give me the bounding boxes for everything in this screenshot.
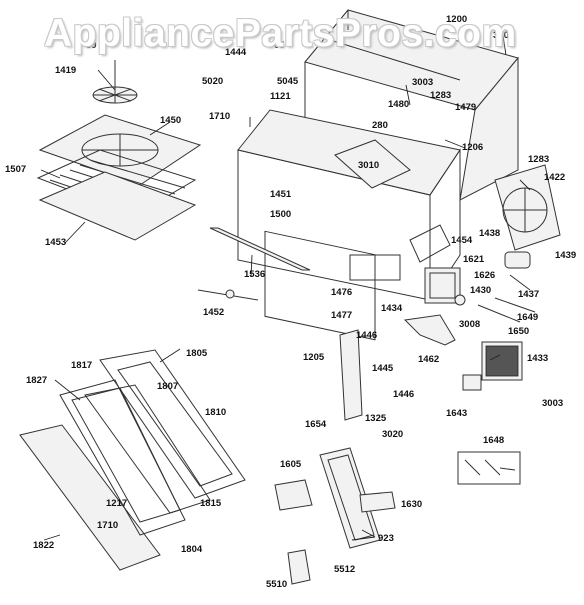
magnetron xyxy=(424,267,466,306)
label-1450: 1450 xyxy=(160,115,181,126)
label-1621: 1621 xyxy=(463,254,485,265)
label-1477: 1477 xyxy=(331,310,352,321)
label-3010: 3010 xyxy=(358,160,379,171)
door-outer-frame xyxy=(19,424,161,571)
door-button-lever xyxy=(359,491,396,513)
label-1205: 1205 xyxy=(303,352,325,363)
leader-lines xyxy=(40,35,531,541)
label-1451: 1451 xyxy=(270,189,292,200)
label-1462: 1462 xyxy=(418,354,439,365)
capacitor xyxy=(504,251,531,291)
label-1217: 1217 xyxy=(106,498,127,509)
front-bar xyxy=(209,227,311,271)
label-1480: 1480 xyxy=(388,99,409,110)
label-923: 923 xyxy=(378,533,394,544)
hv-diode xyxy=(462,374,482,391)
label-3003a: 3003 xyxy=(412,77,433,88)
label-3008: 3008 xyxy=(459,319,480,330)
label-1804: 1804 xyxy=(181,544,203,555)
label-1283b: 1283 xyxy=(528,154,549,165)
label-1445: 1445 xyxy=(372,363,394,374)
label-1654: 1654 xyxy=(305,419,327,430)
label-1649: 1649 xyxy=(517,312,538,323)
label-1805: 1805 xyxy=(186,348,208,359)
label-1643: 1643 xyxy=(446,408,467,419)
label-3003b: 3003 xyxy=(542,398,563,409)
label-1626: 1626 xyxy=(474,270,495,281)
label-3020: 3020 xyxy=(382,429,403,440)
label-1437: 1437 xyxy=(518,289,539,300)
label-1422: 1422 xyxy=(544,172,565,183)
label-1815: 1815 xyxy=(200,498,222,509)
label-1500: 1500 xyxy=(270,209,291,220)
label-1710b: 1710 xyxy=(97,520,118,531)
door-panel xyxy=(84,384,211,514)
waveguide-bracket xyxy=(403,314,456,346)
oven-cavity xyxy=(237,109,461,341)
label-1827: 1827 xyxy=(26,375,47,386)
label-3000: 3000 xyxy=(493,30,514,41)
label-1810: 1810 xyxy=(205,407,226,418)
label-05: 05 xyxy=(274,40,285,51)
part-labels: 1200 3000 59 1444 05 1419 5020 5045 1121… xyxy=(5,14,576,590)
label-1446b: 1446 xyxy=(393,389,414,400)
label-1650: 1650 xyxy=(508,326,529,337)
label-1807: 1807 xyxy=(157,381,178,392)
bottom-button-bracket xyxy=(287,549,311,585)
label-5045: 5045 xyxy=(277,76,299,87)
label-1605: 1605 xyxy=(280,459,302,470)
label-1536: 1536 xyxy=(244,269,265,280)
label-1454: 1454 xyxy=(451,235,473,246)
stirrer-fan xyxy=(92,60,138,104)
control-panel xyxy=(319,447,381,549)
high-voltage-transformer xyxy=(481,341,523,381)
label-1434: 1434 xyxy=(381,303,403,314)
label-5512: 5512 xyxy=(334,564,355,575)
label-1283a: 1283 xyxy=(430,90,451,101)
label-1452: 1452 xyxy=(203,307,224,318)
mounting-brackets xyxy=(477,297,536,323)
label-59: 59 xyxy=(86,40,97,51)
label-280: 280 xyxy=(372,120,388,131)
label-1200: 1200 xyxy=(446,14,467,25)
cooling-fan-assembly xyxy=(494,164,561,251)
label-1438: 1438 xyxy=(479,228,500,239)
label-1439: 1439 xyxy=(555,250,576,261)
label-1446a: 1446 xyxy=(356,330,377,341)
label-1479: 1479 xyxy=(455,102,476,113)
door-choke-frame xyxy=(99,349,246,499)
label-1433: 1433 xyxy=(527,353,548,364)
label-1419: 1419 xyxy=(55,65,76,76)
label-1507: 1507 xyxy=(5,164,26,175)
label-1476: 1476 xyxy=(331,287,352,298)
label-5510: 5510 xyxy=(266,579,287,590)
label-1710a: 1710 xyxy=(209,111,230,122)
label-1630: 1630 xyxy=(401,499,422,510)
label-1444: 1444 xyxy=(225,47,247,58)
label-1206: 1206 xyxy=(462,142,483,153)
label-1817: 1817 xyxy=(71,360,92,371)
label-1325: 1325 xyxy=(365,413,387,424)
label-1822: 1822 xyxy=(33,540,54,551)
thermal-probe xyxy=(197,289,259,301)
label-1453: 1453 xyxy=(45,237,66,248)
label-1648: 1648 xyxy=(483,435,504,446)
drip-tray xyxy=(38,171,197,241)
hardware-kit xyxy=(457,451,521,485)
label-1121: 1121 xyxy=(270,91,291,102)
door-latch-assembly xyxy=(339,329,363,421)
label-5020: 5020 xyxy=(202,76,223,87)
control-panel-bracket xyxy=(274,479,313,511)
label-1430: 1430 xyxy=(470,285,491,296)
